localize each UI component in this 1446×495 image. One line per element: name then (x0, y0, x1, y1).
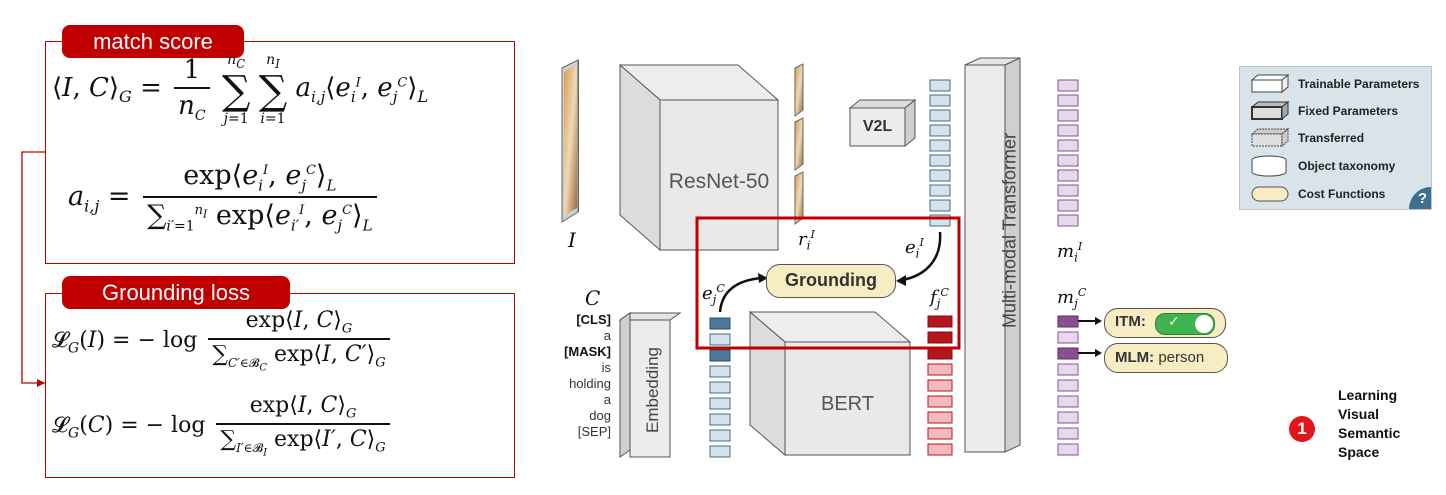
bert-cube (748, 310, 912, 457)
step-title: Learning Visual Semantic Space (1338, 387, 1401, 460)
caption-grounding-loss-equation: 𝓛G(C) = − log exp⟨I, C⟩G ∑I′∈𝓑I exp⟨I′, … (52, 393, 394, 458)
text-feature-symbol: fjC (930, 286, 949, 311)
mlm-label: MLM: (1115, 349, 1155, 366)
check-icon: ✓ (1168, 314, 1180, 330)
itm-toggle: ✓ (1155, 313, 1215, 335)
toggle-knob (1195, 315, 1213, 333)
caption-token: a (603, 392, 611, 407)
caption-token: holding (569, 376, 611, 391)
image-grounding-loss-equation: 𝓛G(I) = − log exp⟨I, C⟩G ∑C′∈𝓑C exp⟨I, C… (52, 308, 394, 373)
v2l-label: V2L (862, 118, 893, 135)
transformer-slab (964, 57, 1021, 453)
output-arrows (1078, 317, 1102, 357)
pill-icon (1251, 186, 1289, 202)
text-feature-column (927, 315, 953, 456)
caption-symbol: C (585, 286, 601, 310)
output-image-column (1057, 79, 1079, 227)
grounding-loss-tag: Grounding loss (62, 276, 290, 309)
legend-panel: Trainable Parameters Fixed Parameters Tr… (1239, 66, 1432, 210)
legend-label: Object taxonomy (1298, 159, 1396, 173)
caption-token: a (603, 328, 611, 343)
grounding-cost-pill: Grounding (766, 264, 896, 298)
caption-token-list: [CLS] a [MASK] is holding a dog [SEP] (555, 312, 611, 440)
transferred-box-icon (1250, 127, 1290, 148)
trainable-box-icon (1250, 73, 1290, 94)
grounding-highlight-box (695, 216, 961, 350)
mlm-value: person (1158, 349, 1205, 366)
legend-label: Transferred (1298, 131, 1365, 145)
grounding-label: Grounding (785, 270, 877, 290)
caption-token: [CLS] (576, 312, 611, 327)
match-to-loss-connector (21, 151, 45, 387)
embedding-slab (618, 312, 682, 458)
match-score-box (45, 41, 515, 264)
match-score-tag: match score (62, 25, 244, 58)
embedding-label: Embedding (643, 347, 662, 434)
image-feature-column (929, 79, 951, 227)
cylinder-icon (1251, 155, 1287, 177)
grounding-arrows (718, 231, 942, 313)
resnet-label: ResNet-50 (668, 170, 770, 193)
caption-token: [SEP] (577, 424, 611, 439)
transformer-label: Multi-modal Transformer (999, 132, 1020, 329)
resnet-cube (618, 63, 780, 252)
output-text-column (1057, 315, 1079, 456)
architecture-diagram (561, 57, 1102, 458)
region-features (794, 63, 804, 225)
input-image (561, 59, 579, 223)
caption-token: [MASK] (564, 344, 611, 359)
legend-label: Trainable Parameters (1298, 77, 1420, 91)
legend-icons (1250, 73, 1290, 202)
fixed-box-icon (1250, 100, 1290, 121)
help-icon[interactable]: ? (1409, 187, 1431, 209)
step-number-badge: 1 (1289, 416, 1315, 442)
output-text-symbol: mjC (1057, 286, 1087, 311)
caption-token: is (601, 360, 611, 375)
itm-label: ITM: (1115, 313, 1146, 330)
caption-token: dog (589, 408, 611, 423)
legend-label: Fixed Parameters (1298, 104, 1399, 118)
image-embedding-symbol: eiI (905, 236, 924, 261)
image-symbol: I (568, 228, 576, 252)
bert-label: BERT (821, 393, 874, 415)
mlm-cost-pill: MLM: person (1104, 343, 1228, 373)
output-image-symbol: miI (1057, 240, 1083, 265)
text-embedding-symbol: ejC (702, 282, 725, 307)
v2l-box (848, 98, 917, 148)
attention-weight-equation: ai,j = exp⟨eiI, ejC⟩L ∑i′=1nI exp⟨ei′I, … (68, 160, 381, 235)
legend-label: Cost Functions (1298, 187, 1386, 201)
region-feature-symbol: riI (798, 228, 815, 253)
token-embedding-column (709, 317, 731, 458)
itm-cost-pill: ITM: ✓ (1104, 308, 1226, 338)
